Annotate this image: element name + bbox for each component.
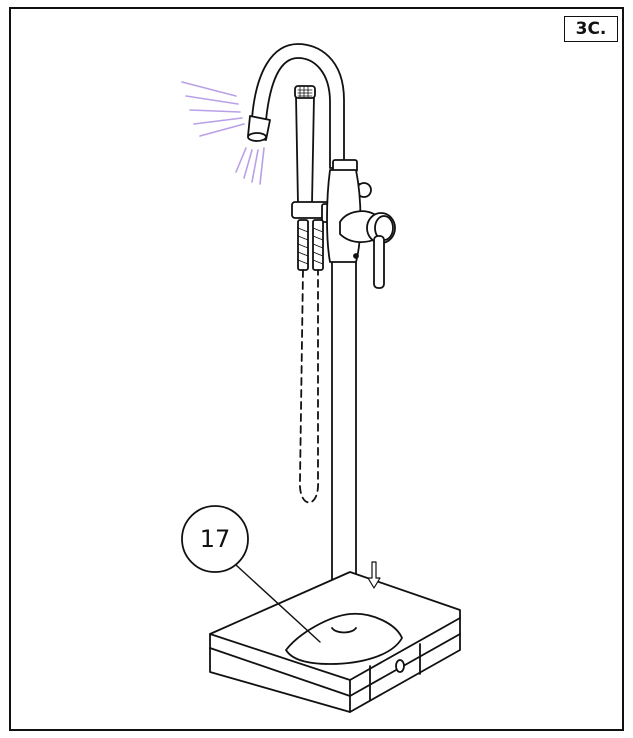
lever-handle xyxy=(373,235,385,289)
down-arrow-icon xyxy=(367,561,381,589)
shower-hose-dashed xyxy=(299,269,319,504)
callout-circle xyxy=(181,505,249,573)
callout-leader xyxy=(235,564,321,643)
hose-connectors xyxy=(297,219,324,271)
step-label: 3C. xyxy=(564,16,618,42)
callout-number: 17 xyxy=(199,525,231,553)
hand-shower xyxy=(294,85,316,205)
escutcheon-plate xyxy=(285,612,403,665)
floor-standing-faucet xyxy=(181,43,461,713)
diagram-border xyxy=(9,7,624,731)
water-spray-lines xyxy=(181,81,265,185)
